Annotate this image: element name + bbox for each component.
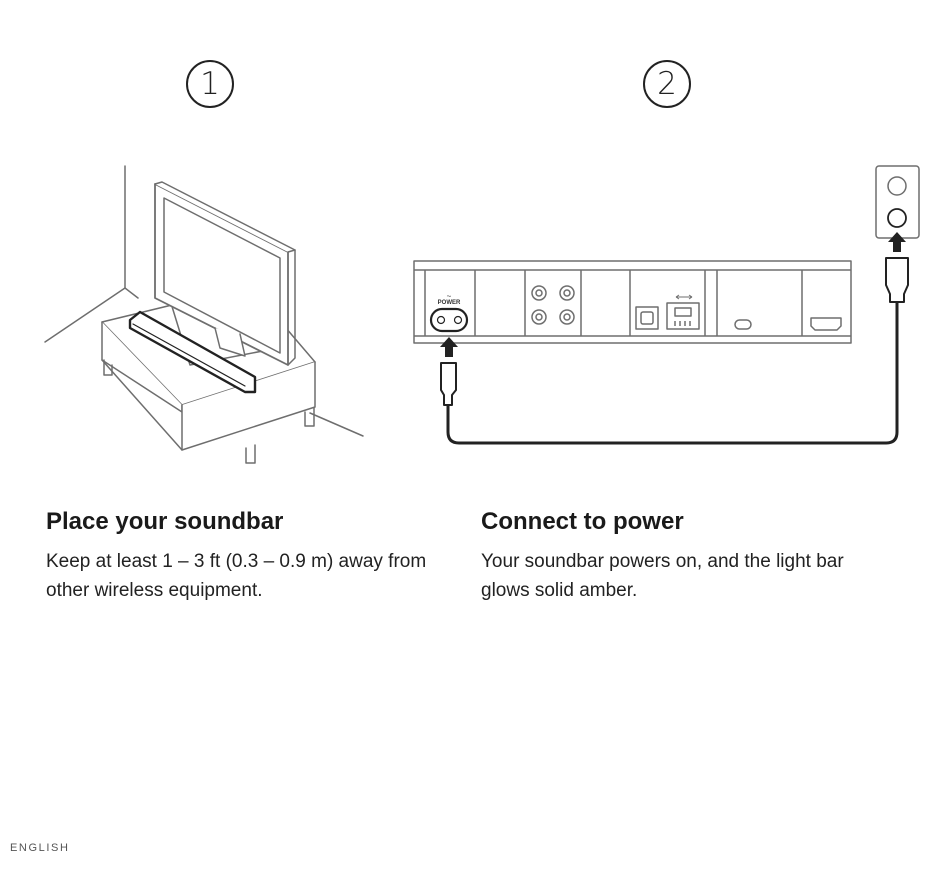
svg-text:~: ~ [447,292,452,301]
step-1-number: 1 [186,60,234,108]
power-port-label: POWER [438,300,461,306]
language-label: ENGLISH [10,842,70,854]
soundbar-placement-illustration [44,165,364,464]
step-1-heading: Place your soundbar [46,508,284,535]
step-2-description: Your soundbar powers on, and the light b… [481,551,844,601]
power-connection-illustration: POWER ~ [413,165,920,445]
step-2-heading: Connect to power [481,508,684,535]
step-1-description: Keep at least 1 – 3 ft (0.3 – 0.9 m) awa… [46,551,427,601]
step-2-number: 2 [643,60,691,108]
